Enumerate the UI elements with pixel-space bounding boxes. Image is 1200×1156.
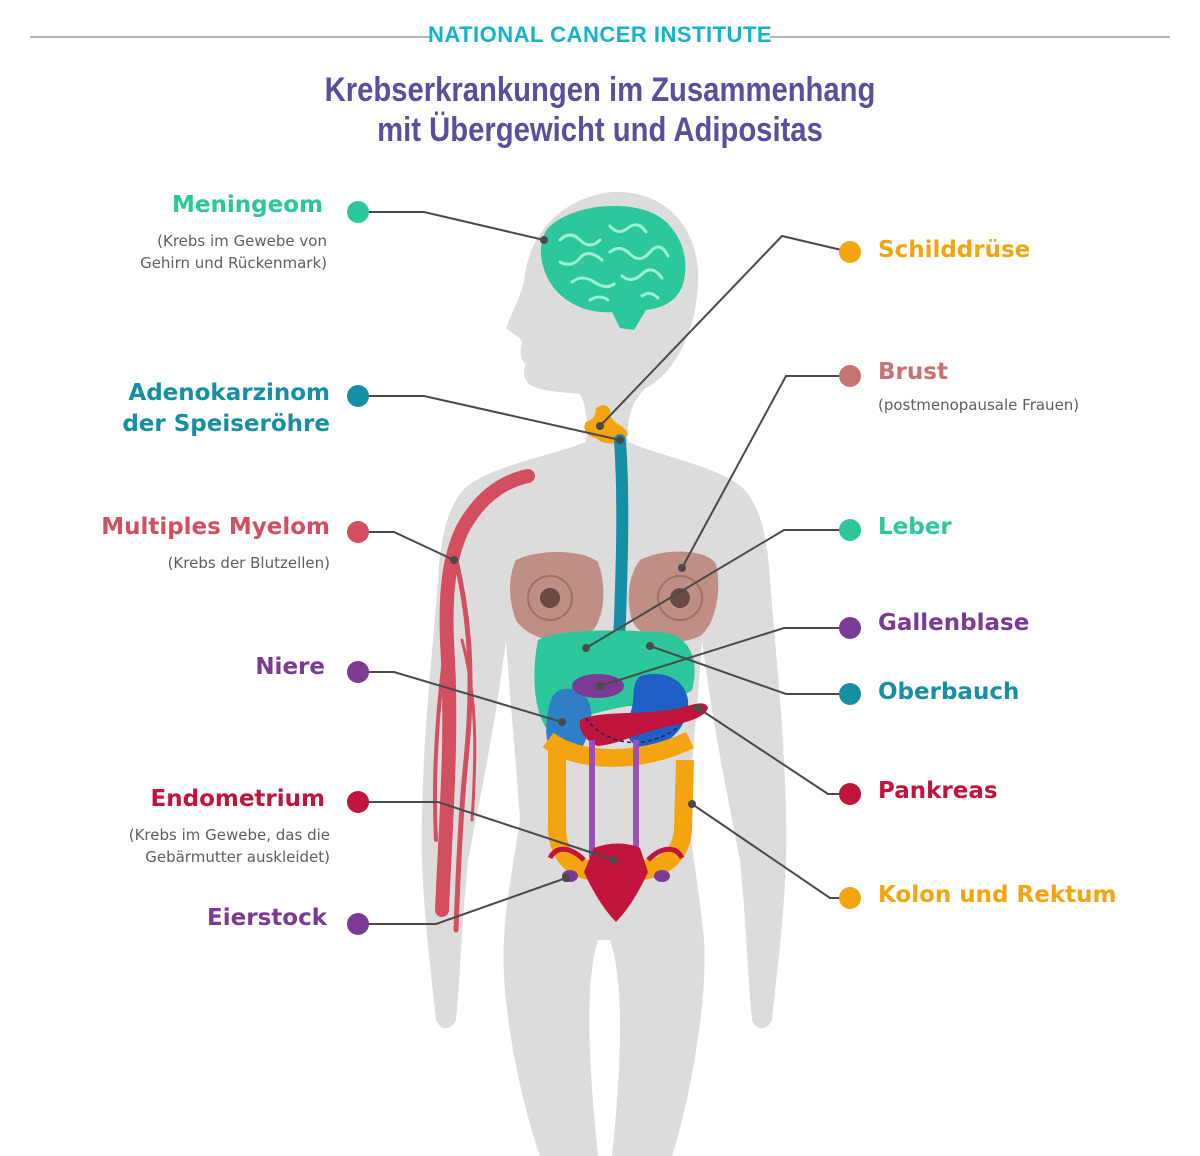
marker-leber [839, 519, 861, 541]
note-brust: (postmenopausale Frauen) [878, 396, 1080, 414]
label-schilddruese: Schilddrüse [878, 237, 1031, 263]
line-brust [681, 375, 850, 569]
line-speiseroehre [358, 395, 621, 441]
marker-gallenblase [839, 617, 861, 639]
page-title: Krebserkrankungen im Zusammenhang mit Üb… [0, 70, 1200, 150]
label-speiseroehre-line-1: Adenokarzinom [128, 380, 330, 406]
line-gallenblase [599, 627, 850, 687]
title-line-1: Krebserkrankungen im Zusammenhang [324, 71, 876, 109]
blood-vessels-arm [432, 469, 535, 933]
note-meningeom-line-2: Gehirn und Rückenmark) [140, 254, 327, 272]
line-leber [585, 529, 850, 649]
organ-dots [450, 236, 702, 882]
label-gallenblase: Gallenblase [878, 610, 1030, 636]
marker-myelom [347, 521, 369, 543]
note-meningeom: (Krebs im Gewebe von Gehirn und Rückenma… [140, 230, 327, 274]
marker-eierstock [347, 913, 369, 935]
label-leber: Leber [878, 514, 952, 540]
line-meningeom [358, 211, 545, 241]
label-oberbauch: Oberbauch [878, 679, 1020, 705]
marker-meningeom [347, 201, 369, 223]
marker-speiseroehre [347, 385, 369, 407]
note-myelom: (Krebs der Blutzellen) [167, 554, 330, 572]
label-brust: Brust [878, 359, 948, 385]
note-endometrium-line-2: Gebärmutter auskleidet) [145, 848, 330, 866]
label-pankreas: Pankreas [878, 778, 998, 804]
label-myelom: Multiples Myelom [101, 514, 330, 540]
organization-name: NATIONAL CANCER INSTITUTE [427, 22, 773, 47]
brain [540, 205, 686, 330]
line-endometrium [358, 801, 615, 861]
label-meningeom: Meningeom [172, 192, 323, 218]
marker-pankreas [839, 783, 861, 805]
marker-niere [347, 661, 369, 683]
label-markers [347, 201, 861, 935]
title-line-2: mit Übergewicht und Adipositas [377, 111, 823, 149]
label-speiseroehre: Adenokarzinom der Speiseröhre [122, 378, 330, 440]
label-eierstock: Eierstock [207, 905, 327, 931]
line-myelom [358, 531, 455, 561]
label-speiseroehre-line-2: der Speiseröhre [122, 411, 330, 437]
colon-transverse [542, 731, 694, 767]
label-endometrium: Endometrium [150, 786, 325, 812]
pancreas [579, 703, 708, 746]
note-endometrium: (Krebs im Gewebe, das die Gebärmutter au… [129, 824, 330, 868]
header-rule-left [30, 36, 430, 38]
marker-oberbauch [839, 683, 861, 705]
marker-brust [839, 365, 861, 387]
note-meningeom-line-1: (Krebs im Gewebe von [157, 232, 327, 250]
pancreas-outline [585, 717, 681, 744]
line-oberbauch [649, 645, 850, 695]
marker-endometrium [347, 791, 369, 813]
note-endometrium-line-1: (Krebs im Gewebe, das die [128, 826, 330, 844]
line-eierstock [358, 877, 567, 925]
label-kolon: Kolon und Rektum [878, 882, 1117, 908]
marker-schilddruese [839, 241, 861, 263]
leg-gap [589, 940, 620, 1156]
ureters [589, 740, 639, 858]
line-niere [358, 671, 563, 723]
line-schilddruese [599, 234, 851, 427]
marker-kolon [839, 887, 861, 909]
label-niere: Niere [255, 654, 325, 680]
header-rule-right [770, 36, 1170, 38]
